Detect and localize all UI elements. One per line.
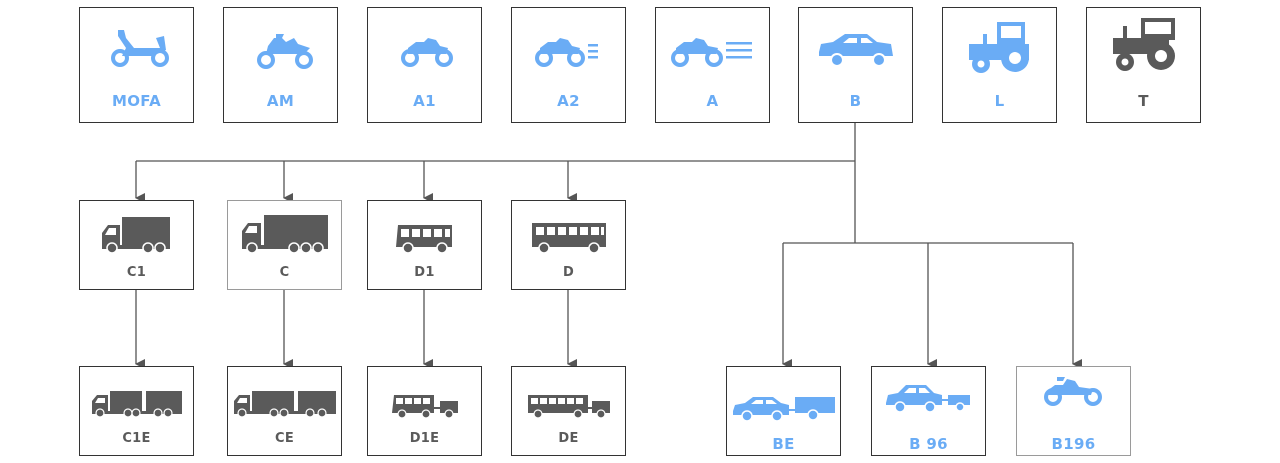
tractor-icon: [1113, 18, 1175, 71]
licence-t[interactable]: T: [1086, 7, 1201, 123]
licence-label: D1E: [409, 431, 440, 446]
licence-d1e[interactable]: D1E: [367, 366, 482, 456]
licence-label: MOFA: [111, 92, 161, 110]
truck-trailer-icon: [234, 391, 336, 418]
licence-c[interactable]: C: [227, 200, 342, 290]
licence-c1e[interactable]: C1E: [79, 366, 194, 456]
licence-label: C: [279, 265, 290, 280]
licence-label: A1: [413, 92, 436, 110]
licence-a2[interactable]: A2: [511, 7, 626, 123]
licence-d1[interactable]: D1: [367, 200, 482, 290]
bus-icon: [532, 223, 606, 254]
licence-c1[interactable]: C1: [79, 200, 194, 290]
licence-d[interactable]: D: [511, 200, 626, 290]
licence-am[interactable]: AM: [223, 7, 338, 123]
licence-label: A2: [557, 92, 580, 110]
licence-label: DE: [558, 431, 579, 446]
licence-label: CE: [274, 431, 295, 446]
licence-label: D1: [414, 265, 435, 280]
moped-icon: [111, 30, 169, 67]
light-truck-icon: [102, 217, 170, 254]
truck-trailer-icon: [92, 391, 182, 418]
licence-ce[interactable]: CE: [227, 366, 342, 456]
licence-a[interactable]: A: [655, 7, 770, 123]
licence-mofa[interactable]: MOFA: [79, 7, 194, 123]
licence-label: C1E: [122, 431, 151, 446]
licence-label: A: [706, 92, 719, 110]
bus-trailer-icon: [528, 395, 610, 419]
licence-label: BE: [772, 435, 795, 453]
licence-label: D: [562, 265, 575, 280]
licence-a1[interactable]: A1: [367, 7, 482, 123]
licence-b96[interactable]: B 96: [871, 366, 986, 456]
scooter-motorcycle-icon: [257, 34, 313, 69]
car-trailer-icon: [733, 397, 835, 422]
tractor-icon: [969, 22, 1029, 73]
car-icon: [819, 34, 893, 67]
licence-b[interactable]: B: [798, 7, 913, 123]
licence-label: C1: [126, 265, 147, 280]
minibus-icon: [396, 225, 452, 254]
minibus-trailer-icon: [392, 395, 458, 419]
licence-de[interactable]: DE: [511, 366, 626, 456]
licence-label: AM: [266, 92, 295, 110]
car-trailer-icon: [886, 385, 970, 413]
licence-be[interactable]: BE: [726, 366, 841, 456]
licence-l[interactable]: L: [942, 7, 1057, 123]
truck-icon: [242, 215, 328, 254]
licence-label: B196: [1051, 435, 1096, 453]
motorcycle-icon: [671, 38, 752, 67]
medium-motorcycle-icon: [535, 38, 598, 67]
light-motorcycle-icon: [401, 38, 453, 67]
motorcycle-icon: [1044, 377, 1102, 406]
licence-b196[interactable]: B196: [1016, 366, 1131, 456]
licence-label: T: [1138, 92, 1149, 110]
licence-label: B: [849, 92, 862, 110]
licence-label: L: [994, 92, 1005, 110]
licence-label: B 96: [909, 435, 948, 453]
